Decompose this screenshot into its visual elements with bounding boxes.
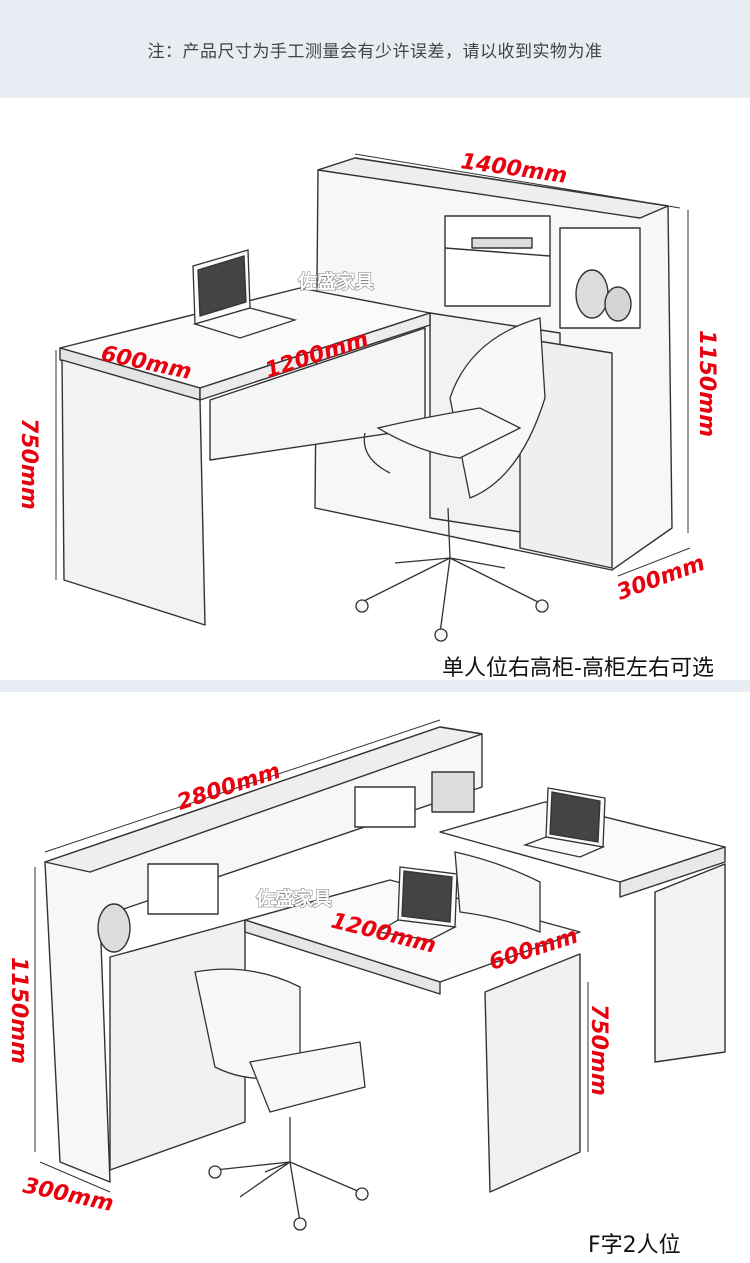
office-chair-icon <box>194 968 369 1231</box>
office-chair-icon <box>355 317 549 642</box>
laptop-icon <box>522 787 606 858</box>
laptop-icon <box>376 866 458 941</box>
notice-bar: 注：产品尺寸为手工测量会有少许误差，请以收到实物为准 <box>0 0 750 98</box>
desk-side-panel <box>61 359 206 626</box>
section-divider <box>0 680 750 692</box>
office-chair-icon <box>454 851 541 933</box>
dim-desk-height: 750mm <box>16 418 41 510</box>
figure2-caption: F字2人位 <box>588 1233 681 1258</box>
single-desk-drawing: 佐盛家具 1400mm 600mm 1200mm 750mm 1150mm 30… <box>16 149 719 642</box>
laptop-icon <box>192 249 298 339</box>
f-shape-desk-drawing: 佐盛家具 2800mm 1200mm 600mm 750mm 1150mm 30… <box>6 719 726 1231</box>
dim-cabinet-height: 1150mm <box>6 957 31 1064</box>
figure-single-desk: 佐盛家具 1400mm 600mm 1200mm 750mm 1150mm 30… <box>0 98 750 681</box>
figure1-caption: 单人位右高柜-高柜左右可选 <box>442 656 714 681</box>
desk-side-panel <box>484 953 581 1193</box>
dim-desk-height: 750mm <box>586 1004 611 1096</box>
brand-watermark: 佐盛家具 <box>297 270 374 293</box>
notice-text: 注：产品尺寸为手工测量会有少许误差，请以收到实物为准 <box>147 41 603 62</box>
dim-cabinet-height: 1150mm <box>694 330 719 437</box>
dim-cabinet-depth: 300mm <box>21 1173 116 1217</box>
figure-f-shape-desk: 佐盛家具 2800mm 1200mm 600mm 750mm 1150mm 30… <box>0 692 750 1263</box>
brand-watermark: 佐盛家具 <box>255 887 332 910</box>
